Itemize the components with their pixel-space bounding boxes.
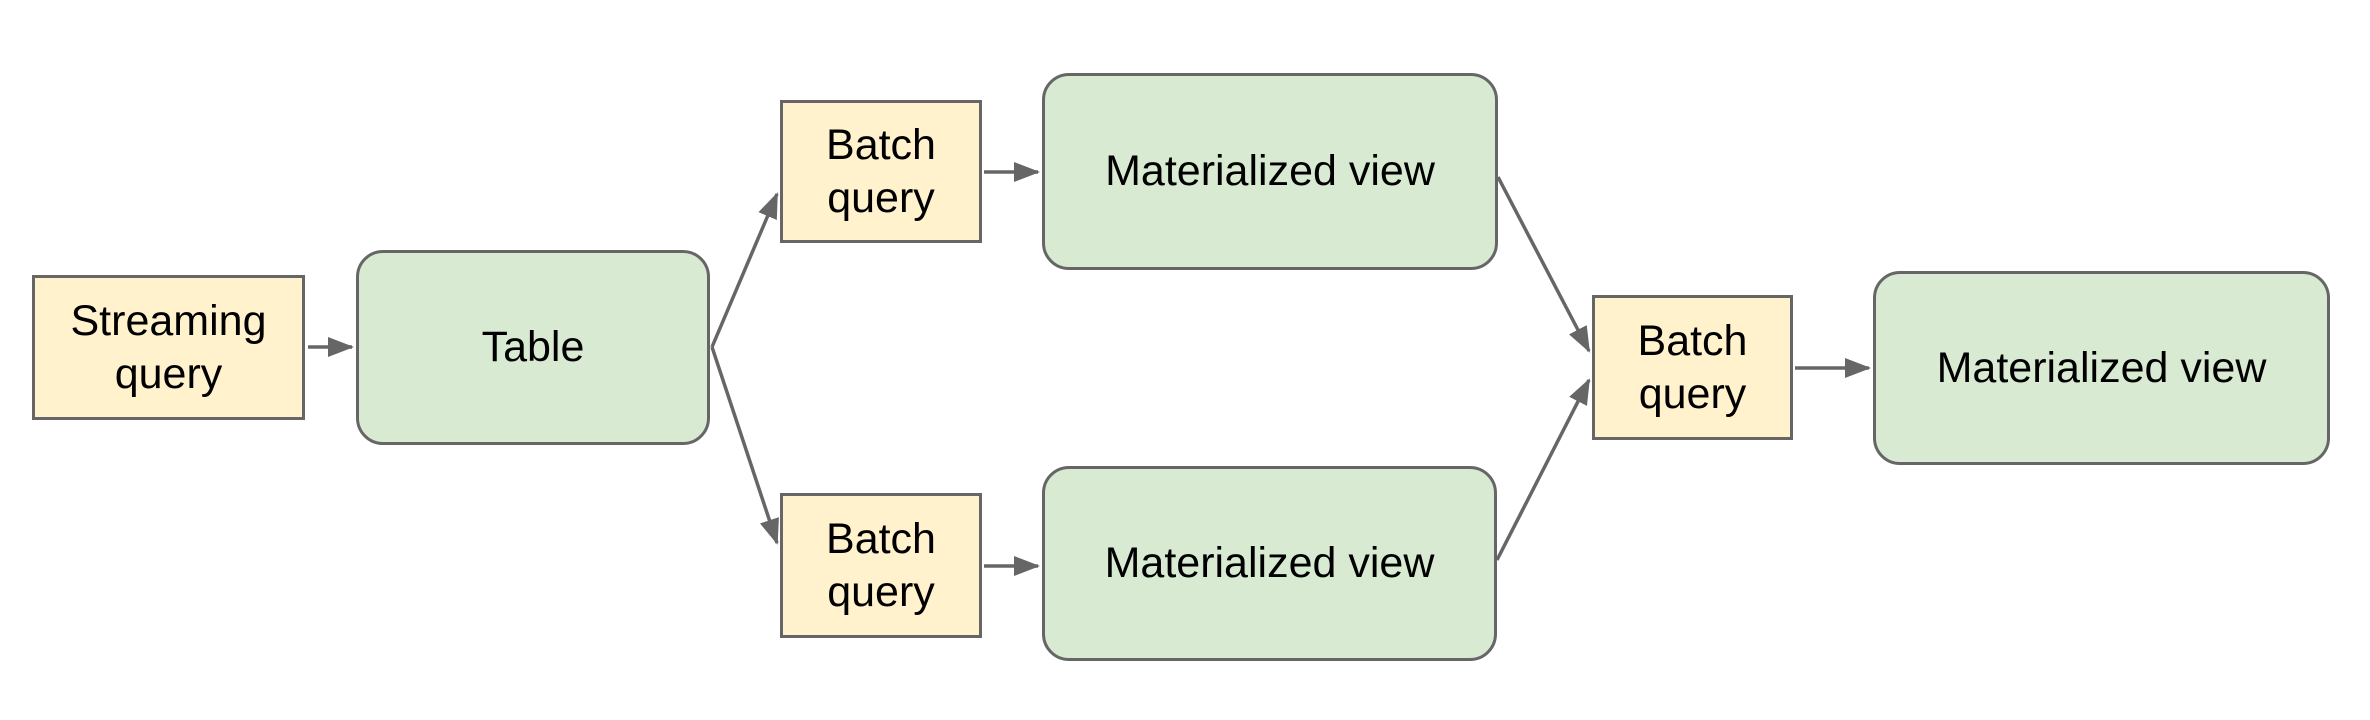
edge-table-to-batch-bottom (710, 346, 779, 545)
edge-table-to-batch-top (710, 192, 779, 348)
node-materialized-view-top-label: Materialized view (1105, 147, 1435, 196)
node-batch-query-merge-label: Batch query (1637, 317, 1748, 418)
node-batch-query-top: Batch query (780, 100, 982, 243)
node-batch-query-bottom-label: Batch query (826, 515, 936, 616)
edge-mv-bottom-to-batch-merge (1495, 378, 1591, 561)
edge-mv-top-to-batch-merge (1496, 176, 1591, 353)
node-streaming-query-label: Streaming query (70, 297, 267, 398)
node-batch-query-bottom: Batch query (780, 493, 982, 638)
node-materialized-view-bottom: Materialized view (1042, 466, 1497, 661)
node-materialized-view-bottom-label: Materialized view (1104, 539, 1435, 588)
node-batch-query-top-label: Batch query (826, 121, 936, 222)
node-batch-query-merge: Batch query (1592, 295, 1793, 440)
node-materialized-view-final: Materialized view (1873, 271, 2330, 465)
node-materialized-view-final-label: Materialized view (1936, 343, 2267, 392)
node-materialized-view-top: Materialized view (1042, 73, 1498, 270)
node-streaming-query: Streaming query (32, 275, 305, 420)
node-table: Table (356, 250, 710, 445)
node-table-label: Table (481, 323, 585, 372)
